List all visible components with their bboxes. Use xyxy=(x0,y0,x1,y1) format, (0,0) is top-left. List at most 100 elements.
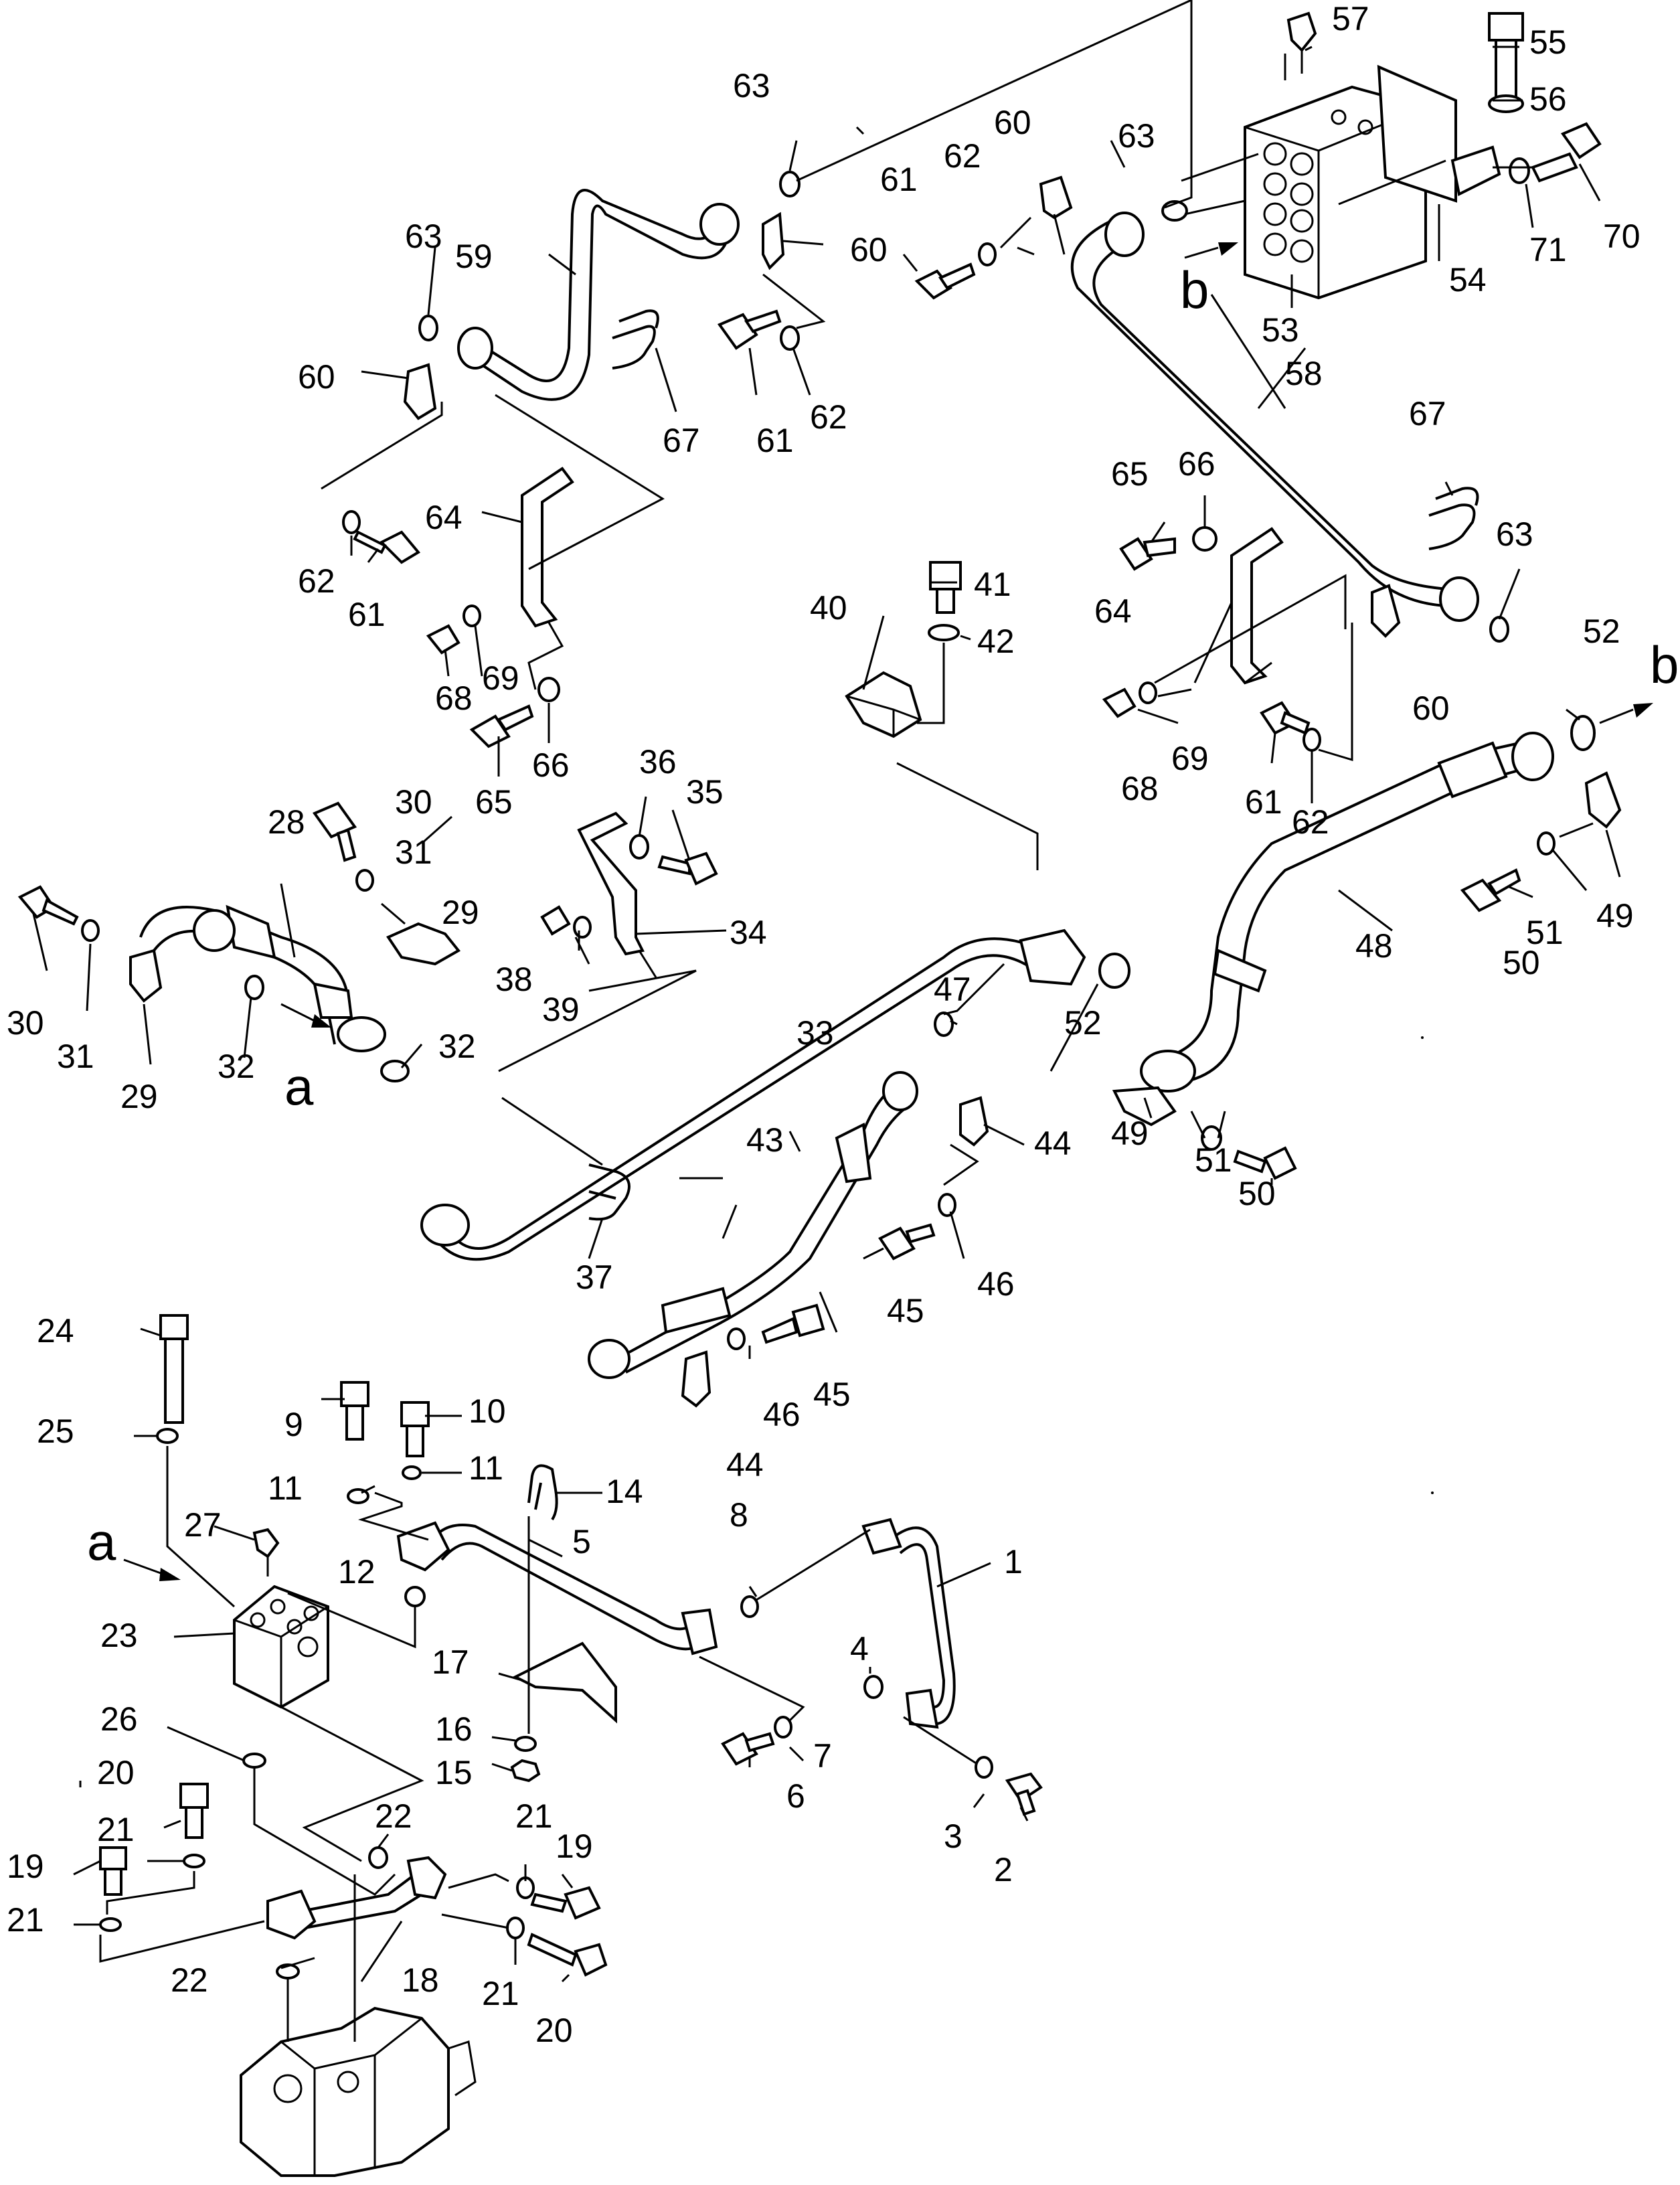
part-number: 51 xyxy=(1526,914,1564,951)
washer-62-right xyxy=(1303,728,1321,752)
o-ring-12 xyxy=(404,1586,426,1607)
o-ring-26 xyxy=(242,1753,266,1769)
view-label-a-bottom: a xyxy=(87,1512,116,1571)
bolt-41 xyxy=(929,561,962,614)
washer-46-upper xyxy=(938,1193,956,1217)
hose-48 xyxy=(1140,732,1554,1092)
part-number: 61 xyxy=(880,161,918,198)
washer-46-lower xyxy=(727,1327,746,1350)
o-ring-63-top xyxy=(779,171,801,197)
part-number: 44 xyxy=(1034,1125,1072,1162)
part-number: 29 xyxy=(120,1078,158,1115)
part-number: 62 xyxy=(1292,803,1329,841)
speck xyxy=(1431,1491,1434,1494)
part-number: 32 xyxy=(438,1028,476,1065)
part-number: 21 xyxy=(97,1811,135,1848)
part-number: 44 xyxy=(726,1446,764,1483)
part-number: 30 xyxy=(7,1004,44,1042)
part-number: 6 xyxy=(786,1777,805,1815)
half-clamp-60-top xyxy=(762,212,785,270)
washer-3 xyxy=(975,1756,993,1779)
bracket-40 xyxy=(845,671,922,738)
part-number: 64 xyxy=(425,499,463,536)
part-number: 48 xyxy=(1355,927,1393,965)
part-number: 61 xyxy=(1245,783,1282,821)
part-number: 20 xyxy=(535,2012,573,2049)
part-number: 62 xyxy=(298,562,335,600)
o-ring-22-upper xyxy=(368,1846,388,1869)
part-number: 39 xyxy=(542,991,580,1028)
part-number: 63 xyxy=(733,67,770,104)
part-number: 50 xyxy=(1503,944,1540,981)
bolt-30-left xyxy=(17,885,79,926)
bolt-9 xyxy=(340,1381,369,1441)
part-number: 60 xyxy=(850,231,888,268)
part-number: 41 xyxy=(974,566,1011,603)
bolt-19-right xyxy=(530,1886,601,1920)
part-number: 24 xyxy=(37,1312,74,1350)
breather-27 xyxy=(252,1528,280,1576)
part-number: 46 xyxy=(977,1265,1015,1303)
o-ring-63-left xyxy=(418,315,438,341)
half-clamp-44-upper xyxy=(959,1096,989,1147)
part-number: 18 xyxy=(402,1961,439,1999)
part-number: 30 xyxy=(395,783,432,821)
washer-62-top2 xyxy=(978,242,997,266)
u-bolt-67-left xyxy=(612,309,659,370)
bolt-61-top xyxy=(717,309,782,350)
view-label-b-top: b xyxy=(1180,260,1209,319)
part-number: 25 xyxy=(37,1412,74,1450)
part-number: 61 xyxy=(348,596,386,633)
half-clamp-29-upper xyxy=(386,922,461,966)
part-number: 68 xyxy=(435,679,473,717)
washer-39 xyxy=(573,916,592,939)
part-number: 50 xyxy=(1238,1175,1276,1212)
washer-36 xyxy=(629,834,649,860)
part-number: 11 xyxy=(268,1469,303,1507)
o-ring-63-right xyxy=(1489,616,1509,643)
washer-66-right xyxy=(1192,526,1217,552)
part-number: 3 xyxy=(944,1817,962,1855)
view-arrow-b-top xyxy=(1184,242,1238,259)
washer-31-upper xyxy=(355,869,374,892)
washer-25 xyxy=(156,1428,179,1444)
part-number: 47 xyxy=(934,971,971,1008)
half-clamp-49-mid xyxy=(1112,1086,1177,1127)
part-number: 16 xyxy=(435,1710,473,1748)
part-number: 19 xyxy=(556,1828,593,1865)
part-number: 31 xyxy=(395,833,432,871)
nut-68-right xyxy=(1102,687,1137,718)
pipe-33 xyxy=(420,928,1086,1261)
part-number: 9 xyxy=(284,1406,303,1443)
bolt-55 xyxy=(1488,12,1524,102)
part-number: 52 xyxy=(1583,613,1620,650)
washer-51-right xyxy=(1537,831,1556,856)
part-number: 42 xyxy=(977,623,1015,660)
part-number: 7 xyxy=(813,1737,832,1775)
breather-57 xyxy=(1286,11,1317,74)
valve-block-53 xyxy=(1244,85,1427,300)
part-number: 5 xyxy=(572,1523,591,1560)
part-number: 32 xyxy=(218,1048,255,1085)
washer-56 xyxy=(1488,94,1524,113)
o-ring-32-left xyxy=(244,975,264,1000)
bolt-6 xyxy=(721,1732,775,1766)
part-number: 35 xyxy=(686,773,724,811)
part-number: 36 xyxy=(639,743,677,781)
bolt-61-right xyxy=(1260,701,1311,735)
bolt-19-left xyxy=(99,1846,127,1896)
part-number: 68 xyxy=(1121,770,1159,807)
part-number: 67 xyxy=(1409,395,1446,432)
bolt-45-upper xyxy=(878,1223,936,1261)
part-number-callouts: 57 55 56 63 60 63 61 62 60 70 71 54 53 5… xyxy=(7,0,1641,2049)
part-number: 10 xyxy=(469,1392,506,1430)
u-bolt-67-right xyxy=(1428,487,1479,550)
hydraulic-pump xyxy=(240,2006,477,2177)
part-number: 54 xyxy=(1449,261,1487,299)
view-label-b-right: b xyxy=(1650,635,1679,694)
part-number: 21 xyxy=(482,1975,519,2012)
part-number: 49 xyxy=(1111,1115,1149,1152)
part-number: 27 xyxy=(184,1506,222,1544)
part-number: 53 xyxy=(1262,311,1299,349)
